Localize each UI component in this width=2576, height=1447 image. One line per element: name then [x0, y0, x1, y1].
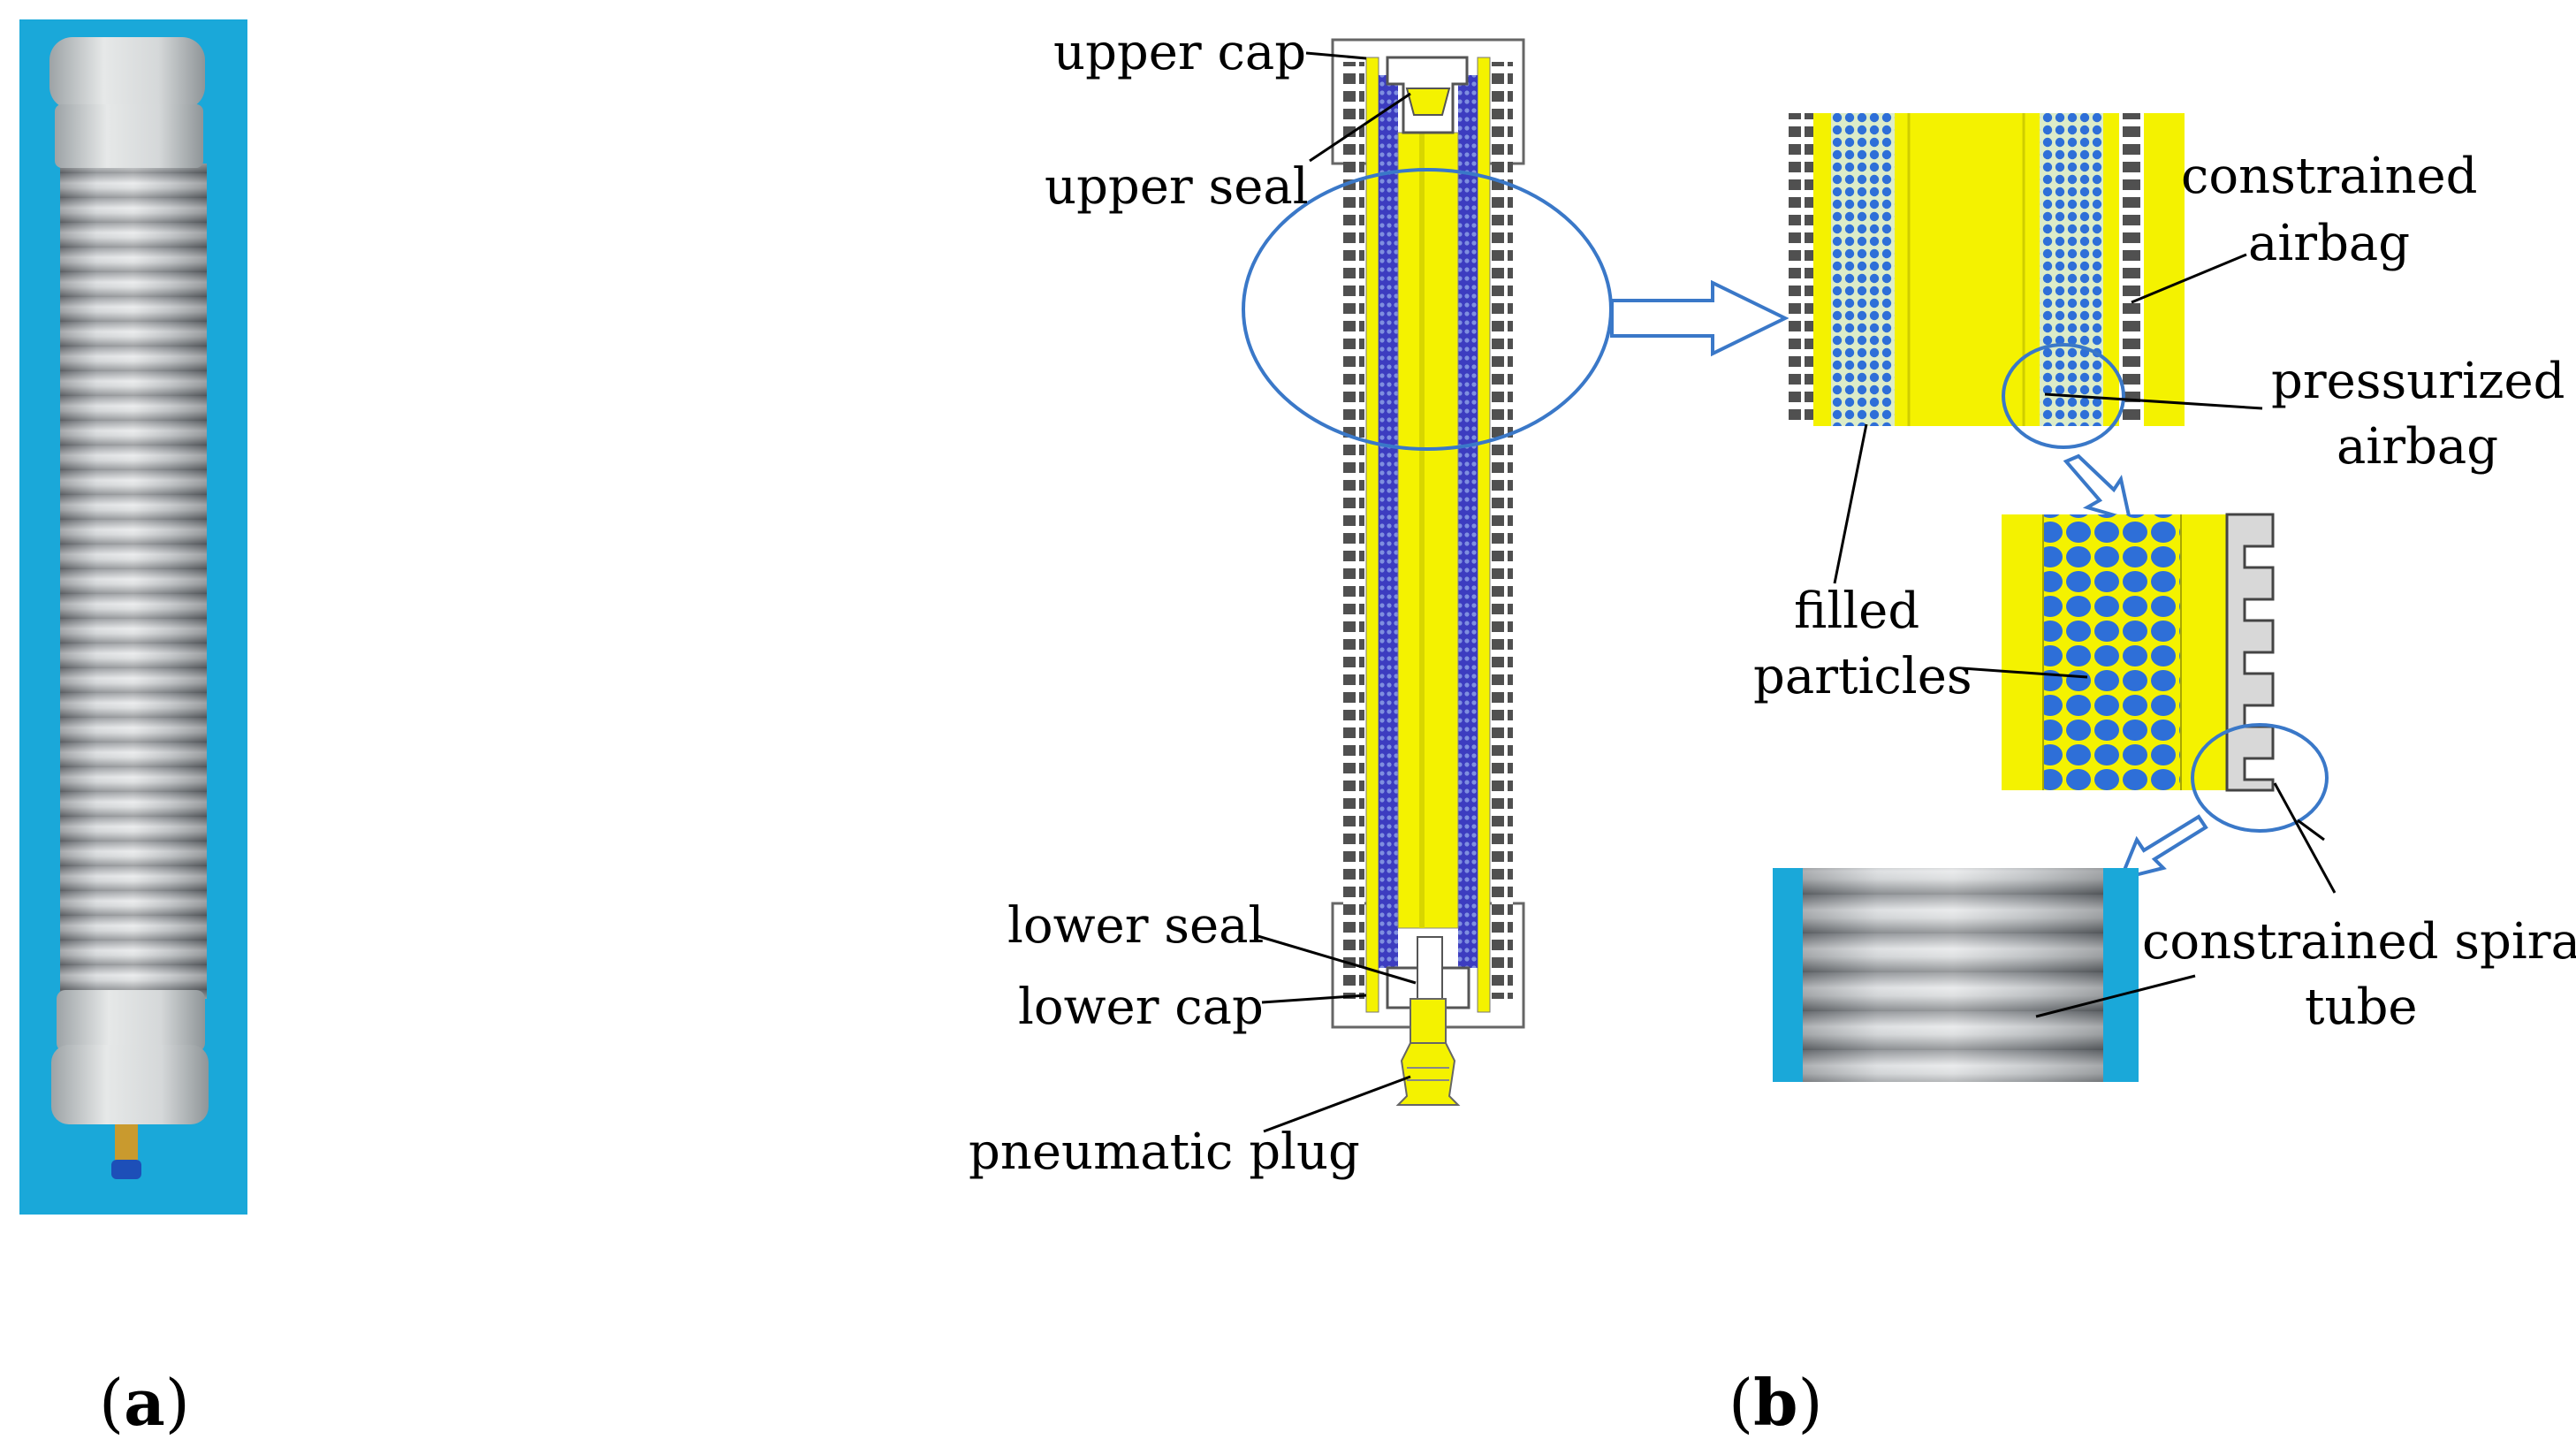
label-filled-particles-2: particles — [1753, 648, 1972, 705]
wall-left-outer — [1365, 57, 1379, 1013]
plug-body — [1410, 998, 1447, 1044]
particles-left — [1379, 75, 1398, 968]
lower-cap-photo — [51, 1045, 209, 1124]
upper-cap-collar-photo — [55, 104, 203, 168]
labels: upper cap upper seal lower seal lower ca… — [969, 24, 2576, 1181]
label-pneumatic-plug: pneumatic plug — [969, 1123, 1360, 1181]
tube-teeth-left — [1343, 62, 1364, 999]
wall-right-outer — [1477, 57, 1491, 1013]
panel-b-letter: b — [1753, 1365, 1797, 1440]
pressurized-core — [1397, 132, 1459, 929]
detail1-particles-left — [1831, 113, 1895, 426]
leader-lines — [1254, 51, 2337, 1133]
photo-panel-a — [19, 19, 247, 1215]
label-pressurized-airbag-1: pressurized — [2271, 353, 2565, 410]
plug-photo — [115, 1124, 138, 1161]
label-constrained-spiral-tube-2: tube — [2305, 979, 2418, 1036]
spiral-rings-photo — [60, 164, 207, 999]
upper-cap-photo — [49, 37, 205, 110]
panel-b-open: ( — [1729, 1366, 1753, 1440]
leader-pressurized-airbag — [2044, 392, 2263, 410]
detail1-teeth-left — [1789, 113, 1813, 426]
tube-teeth-right — [1492, 62, 1513, 999]
leader-upper-cap — [1305, 51, 1367, 60]
pneumatic-plug-shape — [1395, 1042, 1461, 1106]
zoom-ellipse-2 — [2002, 343, 2125, 449]
detail2-teeth — [2225, 513, 2275, 792]
leader-spiral-1 — [2273, 782, 2337, 894]
label-lower-seal: lower seal — [1007, 897, 1264, 955]
leader-constrained-airbag — [2131, 253, 2247, 304]
plug-tip-photo — [111, 1160, 141, 1179]
leader-lower-seal — [1254, 933, 1417, 985]
arrow-right — [1610, 279, 1790, 357]
zoom-ellipse-3 — [2191, 723, 2329, 833]
leader-filled-particles-2 — [1961, 666, 2088, 679]
detail1-teeth-right — [2119, 113, 2144, 426]
leader-spiral-3 — [2297, 819, 2325, 842]
panel-b-text: (b) — [1729, 1365, 1823, 1440]
lower-seal-stem — [1417, 936, 1443, 1009]
detail1-particles-right — [2040, 113, 2103, 426]
upper-seal-insert — [1405, 88, 1451, 116]
lower-cap-collar-photo — [57, 990, 205, 1052]
panel-b-close: ) — [1797, 1366, 1822, 1440]
label-pressurized-airbag-2: airbag — [2337, 418, 2498, 476]
label-upper-seal: upper seal — [1045, 158, 1309, 216]
cross-section-assembly — [1242, 38, 1613, 1106]
label-constrained-airbag-1: constrained — [2181, 148, 2478, 205]
panel-label-b: (b) — [1729, 1365, 1823, 1440]
panel-a-letter: a — [124, 1365, 165, 1440]
label-filled-particles-1: filled — [1794, 583, 1919, 640]
leader-upper-seal — [1309, 92, 1411, 163]
detail2-yellow-right — [2181, 514, 2227, 790]
panel-a-text: (a) — [99, 1365, 190, 1440]
particles-right — [1458, 75, 1478, 968]
leader-pneumatic-plug — [1263, 1075, 1411, 1133]
label-upper-cap: upper cap — [1053, 24, 1306, 81]
core-shade — [1419, 133, 1425, 928]
detail2-particles — [2043, 514, 2181, 790]
crop-rings — [1803, 868, 2103, 1082]
spiral-tube-photo-crop — [1773, 868, 2139, 1082]
detail2-teeth-shape — [2225, 513, 2275, 792]
panel-a-close: ) — [165, 1366, 190, 1440]
leader-spiral-2 — [2035, 974, 2196, 1018]
label-constrained-spiral-tube-1: constrained spiral — [2142, 913, 2576, 971]
label-lower-cap: lower cap — [1018, 979, 1264, 1036]
detail-section-1 — [1789, 113, 2185, 449]
leader-lower-cap — [1261, 994, 1367, 1004]
arrow-down-left — [2117, 814, 2208, 881]
arrow-down-right — [2063, 453, 2132, 522]
leader-filled-particles-1 — [1833, 423, 1868, 584]
panel-label-a: (a) — [99, 1365, 190, 1440]
panel-a-open: ( — [99, 1366, 124, 1440]
label-constrained-airbag-2: airbag — [2248, 215, 2410, 272]
detail-section-2 — [2002, 513, 2329, 833]
